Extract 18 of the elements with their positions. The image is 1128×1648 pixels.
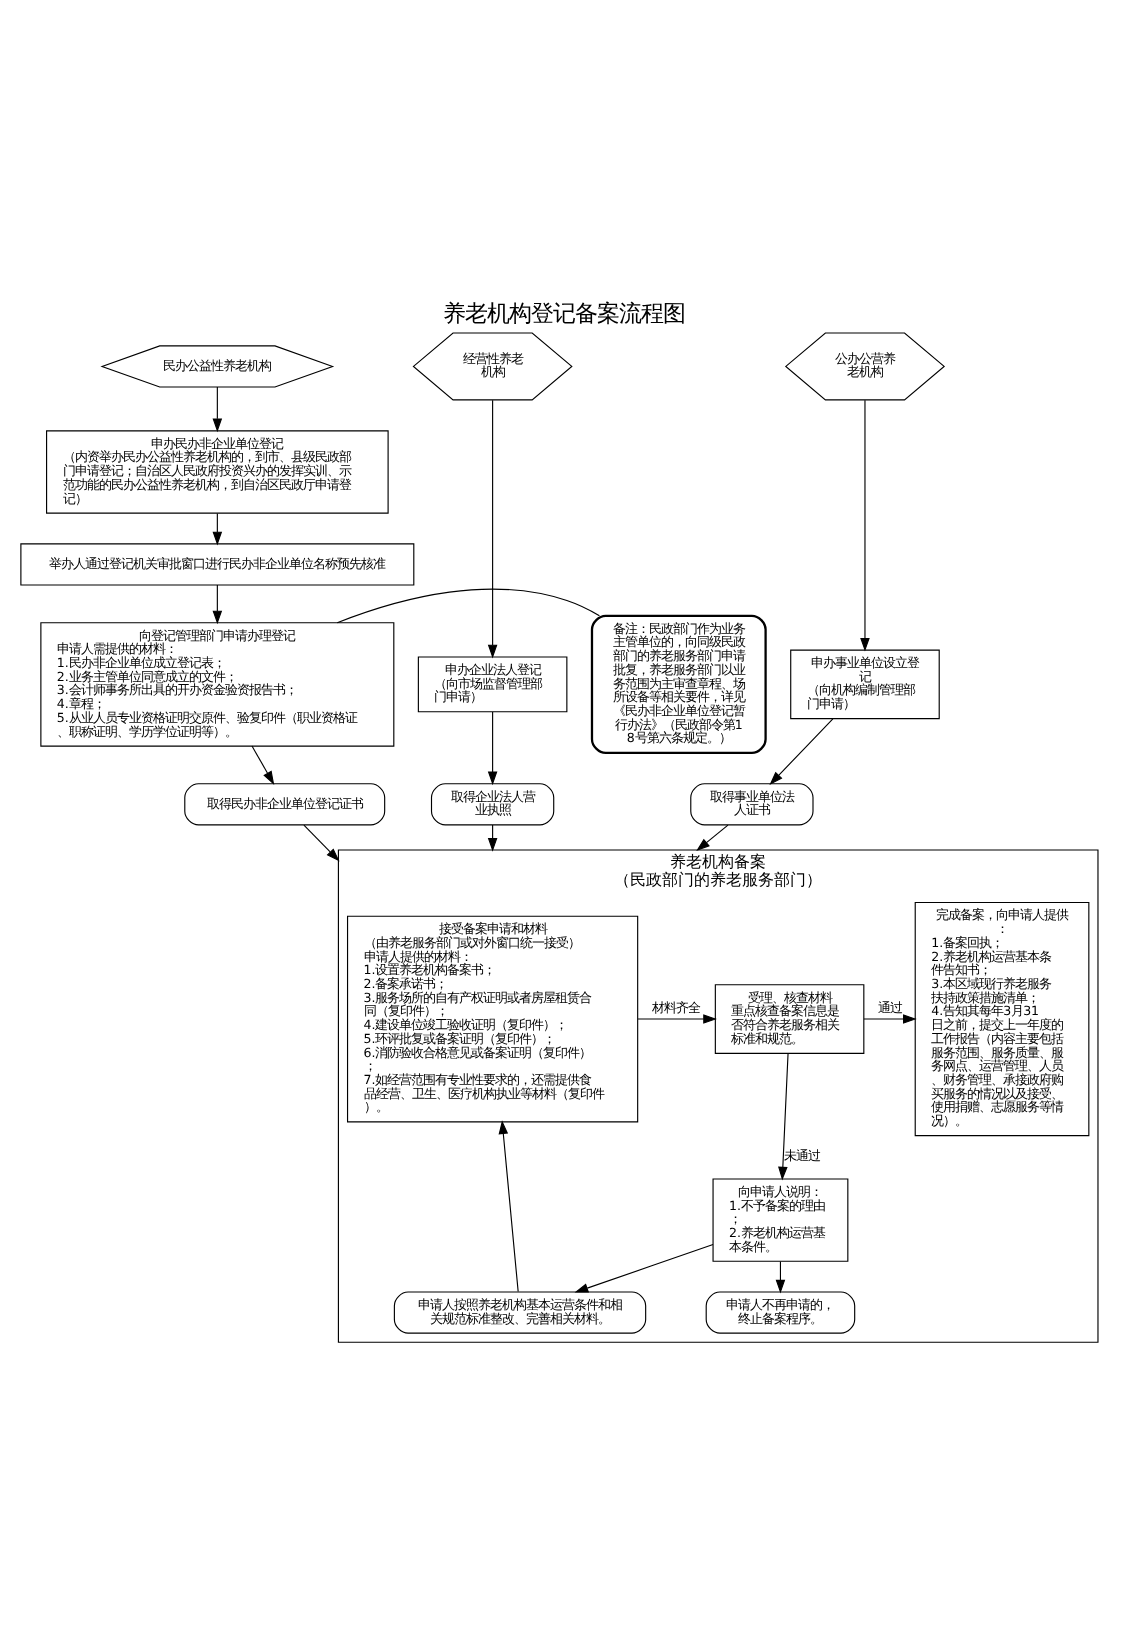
- arrow: [212, 583, 223, 624]
- arrow: [778, 1051, 789, 1180]
- arrow: [487, 710, 498, 785]
- diagram-title: 养老机构登记备案流程图: [443, 298, 685, 327]
- arrow: [498, 1119, 519, 1292]
- arrow: [574, 1243, 714, 1292]
- arrow: [696, 823, 729, 851]
- arrow: [303, 823, 340, 861]
- arrow: [863, 1013, 917, 1023]
- arrow: [775, 1260, 786, 1293]
- arrow: [487, 398, 498, 658]
- arrow: [251, 744, 275, 784]
- connector: [336, 587, 600, 623]
- arrow: [212, 511, 223, 545]
- arrow: [860, 398, 870, 651]
- arrow: [769, 717, 834, 784]
- arrow: [212, 385, 223, 432]
- arrow: [637, 1013, 717, 1023]
